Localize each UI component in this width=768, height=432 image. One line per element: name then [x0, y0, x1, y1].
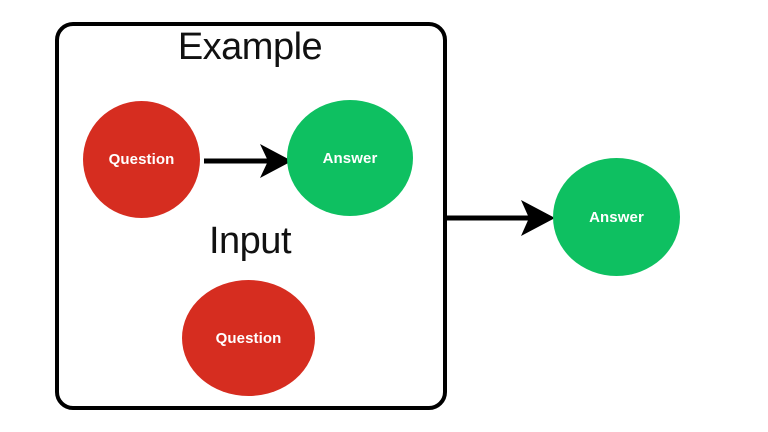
node-input-question-label: Question — [215, 329, 282, 347]
node-example-answer-label: Answer — [322, 149, 378, 167]
example-section-title: Example — [177, 26, 323, 68]
node-example-question-label: Question — [108, 151, 175, 168]
node-example-answer[interactable]: Answer — [287, 100, 413, 216]
node-output-answer-label: Answer — [589, 208, 644, 226]
arrow-output-head — [521, 200, 555, 236]
node-output-answer[interactable]: Answer — [553, 158, 680, 276]
node-example-question[interactable]: Question — [83, 101, 200, 218]
input-section-title: Input — [208, 220, 292, 262]
arrow-example-question-to-answer — [204, 144, 292, 178]
arrow-example-head — [260, 144, 292, 178]
arrow-prompt-box-to-output-answer — [447, 200, 555, 236]
node-input-question[interactable]: Question — [182, 280, 315, 396]
